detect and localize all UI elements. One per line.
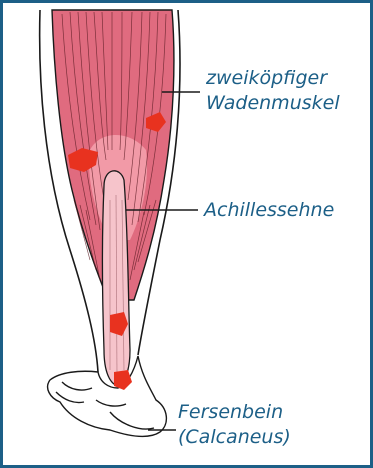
- label-calf-muscle: zweiköpfiger Wadenmuskel: [206, 66, 340, 116]
- achilles-tendon: [103, 171, 131, 386]
- label-calf-muscle-line2: Wadenmuskel: [206, 91, 340, 116]
- label-heel-bone-line2: (Calcaneus): [178, 425, 291, 450]
- label-heel-bone-line1: Fersenbein: [178, 400, 291, 425]
- label-achilles-tendon: Achillessehne: [204, 198, 334, 223]
- label-heel-bone: Fersenbein (Calcaneus): [178, 400, 291, 450]
- label-calf-muscle-line1: zweiköpfiger: [206, 66, 340, 91]
